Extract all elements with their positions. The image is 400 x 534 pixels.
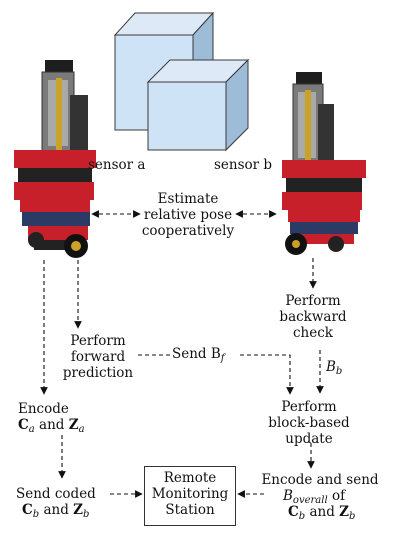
- send-bf-text: Send B: [172, 346, 221, 362]
- remote-line-2: Monitoring: [151, 486, 229, 502]
- block-line-3: update: [285, 431, 333, 447]
- send-coded-z: Z: [73, 502, 83, 518]
- estimate-line-2: relative pose: [143, 207, 233, 223]
- encode-a-c: C: [18, 417, 29, 433]
- encode-send-b: B: [283, 488, 293, 504]
- send-bf-subscript: f: [220, 353, 225, 364]
- forward-line-3: prediction: [62, 365, 134, 381]
- encode-send-and: and: [309, 504, 335, 520]
- arrow-sendbf-block: [240, 354, 294, 395]
- send-bf-label: Send Bf: [172, 347, 225, 366]
- remote-line-3: Station: [165, 502, 215, 518]
- remote-line-1: Remote: [163, 470, 217, 486]
- encode-send-line-3: Cb and Zb: [288, 505, 355, 524]
- encode-send-line-2: Boverall of: [283, 489, 345, 508]
- send-coded-and: and: [43, 502, 69, 518]
- robot-a-icon: [14, 60, 96, 258]
- estimate-line-3: cooperatively: [141, 223, 235, 239]
- encode-send-c-sub: b: [298, 511, 306, 522]
- backward-line-2: backward: [279, 309, 347, 325]
- encode-a-z: Z: [68, 417, 79, 433]
- encode-send-z-sub: b: [349, 511, 356, 522]
- encode-a-and: and: [39, 417, 65, 433]
- send-coded-c-sub: b: [32, 509, 40, 520]
- sensor-b-label: sensor b: [214, 157, 273, 173]
- encode-a-line-1: Encode: [18, 401, 69, 417]
- remote-monitoring-station-box: [144, 466, 236, 526]
- encode-a-line-2: Ca and Za: [18, 418, 85, 437]
- encode-a-z-sub: a: [78, 424, 85, 435]
- send-coded-line-2: Cb and Zb: [22, 503, 89, 522]
- sensor-a-label: sensor a: [88, 157, 146, 173]
- forward-line-2: forward: [70, 349, 126, 365]
- send-coded-line-1: Send coded: [16, 486, 96, 502]
- encode-send-z: Z: [339, 504, 349, 520]
- encode-send-c: C: [288, 504, 299, 520]
- forward-line-1: Perform: [70, 333, 126, 349]
- encode-send-line-1: Encode and send: [261, 472, 379, 488]
- connectors: [40, 210, 324, 498]
- estimate-line-1: Estimate: [157, 191, 219, 207]
- block-line-1: Perform: [281, 399, 337, 415]
- encode-send-b-sub: overall: [292, 495, 328, 506]
- sensor-cube-icon-2: [146, 58, 250, 152]
- encode-a-c-sub: a: [28, 424, 35, 435]
- block-line-2: block-based: [268, 415, 350, 431]
- bb-text: B: [326, 359, 336, 375]
- send-coded-c: C: [22, 502, 33, 518]
- backward-line-1: Perform: [285, 293, 341, 309]
- bb-label: Bb: [326, 360, 342, 379]
- backward-line-3: check: [293, 325, 333, 341]
- robot-b-icon: [282, 72, 366, 255]
- send-coded-z-sub: b: [83, 509, 90, 520]
- encode-send-of: of: [331, 488, 346, 504]
- bb-subscript: b: [335, 366, 343, 377]
